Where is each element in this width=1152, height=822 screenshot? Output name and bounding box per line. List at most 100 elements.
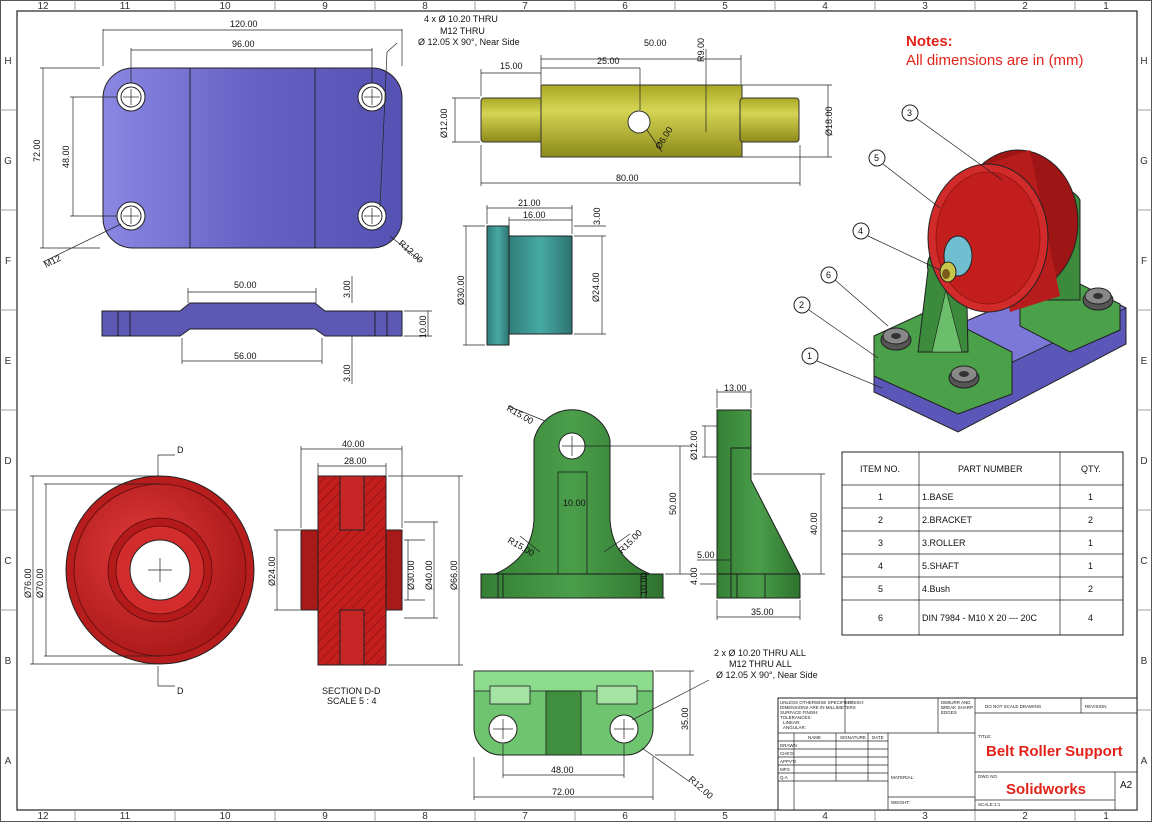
dim-rsec-d30: Ø30.00	[406, 560, 416, 590]
zone-label-top: 1	[1103, 1, 1109, 12]
dim-bside-56: 56.00	[234, 351, 257, 361]
base-side-view: 50.00 56.00 3.00 3.00 10.00	[101, 276, 432, 384]
dim-bs-40: 40.00	[809, 512, 819, 535]
dim-base-96: 96.00	[232, 39, 255, 49]
dim-roller-d76: Ø76.00	[23, 568, 33, 598]
zone-label-right: E	[1141, 356, 1148, 367]
dim-bt-r12: R12.00	[687, 774, 715, 801]
zone-label-top: 3	[922, 1, 928, 12]
svg-text:1: 1	[1088, 561, 1093, 571]
dim-roller-d70: Ø70.00	[35, 568, 45, 598]
zone-label-left: D	[4, 456, 11, 467]
tb-deburr-2: BREAK SHARP	[941, 705, 973, 710]
dim-base-120: 120.00	[230, 19, 258, 29]
svg-text:4: 4	[1088, 613, 1093, 623]
bom-header-item: ITEM NO.	[860, 464, 900, 474]
zone-label-left: C	[4, 556, 11, 567]
svg-text:2: 2	[878, 515, 883, 525]
dim-bs-d12: Ø12.00	[689, 430, 699, 460]
zone-label-bottom: 4	[822, 811, 828, 822]
base-top-view: 120.00 96.00 72.00 48.00 M12 R12.00 4 x …	[32, 14, 520, 270]
section-mark-top: D	[177, 445, 184, 455]
notes-title: Notes:	[906, 33, 953, 50]
dim-bt-35: 35.00	[680, 707, 690, 730]
dim-bf-10-bottom: 10.00	[639, 572, 649, 595]
bracket-side-view: 13.00 40.00 5.00 4.00 35.00 Ø12.00	[689, 383, 825, 620]
dim-shaft-r9: R9.00	[696, 38, 706, 62]
dim-bf-10-mid: 10.00	[563, 498, 586, 508]
zone-label-bottom: 10	[219, 811, 231, 822]
balloon-1: 1	[801, 347, 883, 389]
bush-body	[508, 235, 573, 335]
base-hole-callout-3: Ø 12.05 X 90°, Near Side	[418, 37, 520, 47]
base-hole-tl	[116, 82, 146, 112]
balloon-4: 4	[852, 222, 941, 271]
svg-text:4: 4	[878, 561, 883, 571]
zone-label-bottom: 7	[522, 811, 528, 822]
dim-bf-50: 50.00	[668, 492, 678, 515]
tb-col-signature: SIGNATURE	[840, 735, 866, 740]
tb-finish: FINISH:	[848, 700, 864, 705]
dim-bs-5: 5.00	[697, 550, 715, 560]
dim-rsec-40: 40.00	[342, 439, 365, 449]
svg-text:3.ROLLER: 3.ROLLER	[922, 538, 966, 548]
bush-view: 21.00 16.00 3.00 Ø30.00 Ø24.00	[456, 198, 606, 346]
zone-label-top: 6	[622, 1, 628, 12]
svg-text:4: 4	[858, 226, 863, 236]
dim-base-m12: M12	[42, 253, 62, 270]
dim-shaft-d18: Ø18.00	[824, 106, 834, 136]
svg-text:5: 5	[878, 584, 883, 594]
tb-dont-scale: DO NOT SCALE DRAWING	[985, 704, 1042, 709]
zone-label-right: H	[1140, 56, 1147, 67]
zone-label-bottom: 8	[422, 811, 428, 822]
dim-rsec-d66: Ø66.00	[449, 560, 459, 590]
bom-row: 5 4.Bush 2	[878, 584, 1093, 594]
base-side-body	[101, 302, 403, 337]
zone-label-top: 12	[37, 1, 49, 12]
dim-base-r12: R12.00	[397, 238, 425, 265]
dim-rsec-d40: Ø40.00	[424, 560, 434, 590]
dim-bush-16: 16.00	[523, 210, 546, 220]
zone-label-bottom: 2	[1022, 811, 1028, 822]
dim-bf-r15-top: R15.00	[505, 403, 535, 426]
svg-text:4.Bush: 4.Bush	[922, 584, 950, 594]
svg-text:2: 2	[1088, 584, 1093, 594]
bom-row: 4 5.SHAFT 1	[878, 561, 1093, 571]
notes-text: All dimensions are in (mm)	[906, 52, 1084, 69]
zone-label-right: B	[1141, 656, 1148, 667]
dim-bside-10: 10.00	[418, 315, 428, 338]
tb-role-qa: Q.A	[780, 775, 788, 780]
tb-revision: REVISION	[1085, 704, 1107, 709]
zone-label-left: H	[4, 56, 11, 67]
bracket-hole-callout-3: Ø 12.05 X 90°, Near Side	[716, 670, 818, 680]
zone-label-top: 9	[322, 1, 328, 12]
dim-shaft-80: 80.00	[616, 173, 639, 183]
dim-bt-48: 48.00	[551, 765, 574, 775]
zone-label-right: C	[1140, 556, 1147, 567]
section-mark-bottom: D	[177, 686, 184, 696]
zone-label-top: 2	[1022, 1, 1028, 12]
zone-label-right: G	[1140, 156, 1148, 167]
balloon-6: 6	[820, 266, 889, 327]
svg-text:3: 3	[907, 108, 912, 118]
dim-base-48: 48.00	[61, 145, 71, 168]
base-hole-br	[357, 201, 387, 231]
svg-text:6: 6	[826, 270, 831, 280]
dim-bush-d24: Ø24.00	[591, 272, 601, 302]
zone-label-right: F	[1141, 256, 1147, 267]
svg-text:2: 2	[1088, 515, 1093, 525]
zone-label-right: D	[1140, 456, 1147, 467]
tb-note-1: UNLESS OTHERWISE SPECIFIED:	[780, 700, 853, 705]
shaft-cross-hole	[627, 110, 651, 134]
tb-role-drawn: DRAWN	[780, 743, 797, 748]
dim-bside-3a: 3.00	[342, 280, 352, 298]
tb-note-2: DIMENSIONS ARE IN MILLIMETERS	[780, 705, 856, 710]
svg-text:1: 1	[1088, 492, 1093, 502]
zone-label-right: A	[1141, 756, 1148, 767]
zone-label-bottom: 9	[322, 811, 328, 822]
svg-text:5.SHAFT: 5.SHAFT	[922, 561, 960, 571]
balloon-2: 2	[793, 296, 879, 359]
